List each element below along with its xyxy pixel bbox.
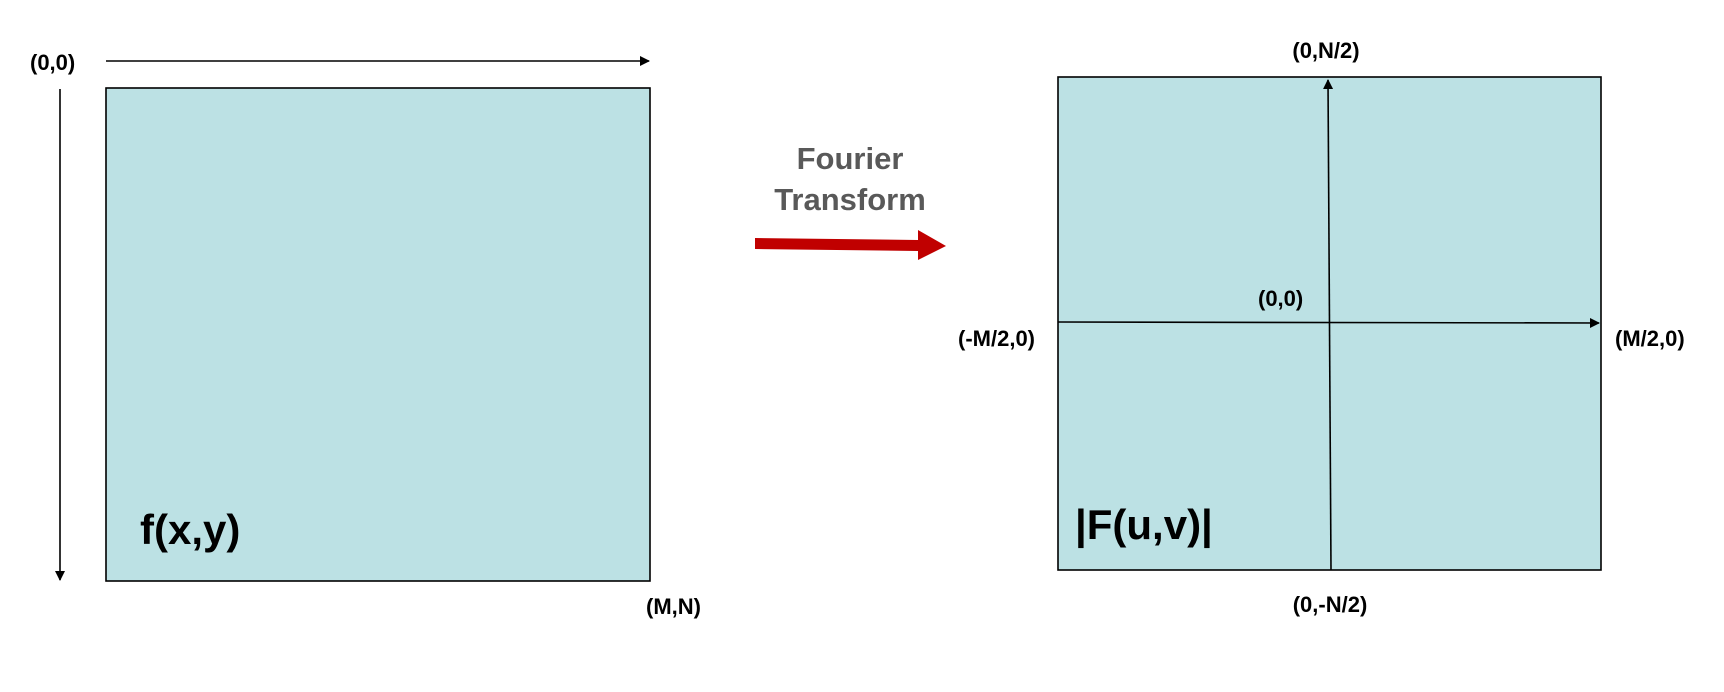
frequency-top-label: (0,N/2) [1292,38,1359,63]
spatial-domain-panel: (0,0) (M,N) f(x,y) [30,50,701,619]
spatial-function-label: f(x,y) [140,506,240,553]
frequency-left-label: (-M/2,0) [958,326,1035,351]
frequency-center-label: (0,0) [1258,286,1303,311]
frequency-right-label: (M/2,0) [1615,326,1685,351]
spatial-origin-label: (0,0) [30,50,75,75]
spatial-image-box [105,87,651,582]
frequency-v-axis-arrow [1323,79,1334,571]
frequency-function-label: |F(u,v)| [1075,501,1213,549]
transform-label-line1: Fourier [797,141,904,176]
frequency-domain-panel: (0,N/2) (0,-N/2) (-M/2,0) (M/2,0) (0,0) … [958,38,1685,617]
transform-arrow-icon [755,230,946,260]
frequency-bottom-label: (0,-N/2) [1293,592,1368,617]
spatial-corner-label: (M,N) [646,594,701,619]
transform-connector: Fourier Transform [755,141,946,260]
transform-label-line2: Transform [774,182,926,217]
frequency-u-axis-arrow [1057,317,1600,328]
